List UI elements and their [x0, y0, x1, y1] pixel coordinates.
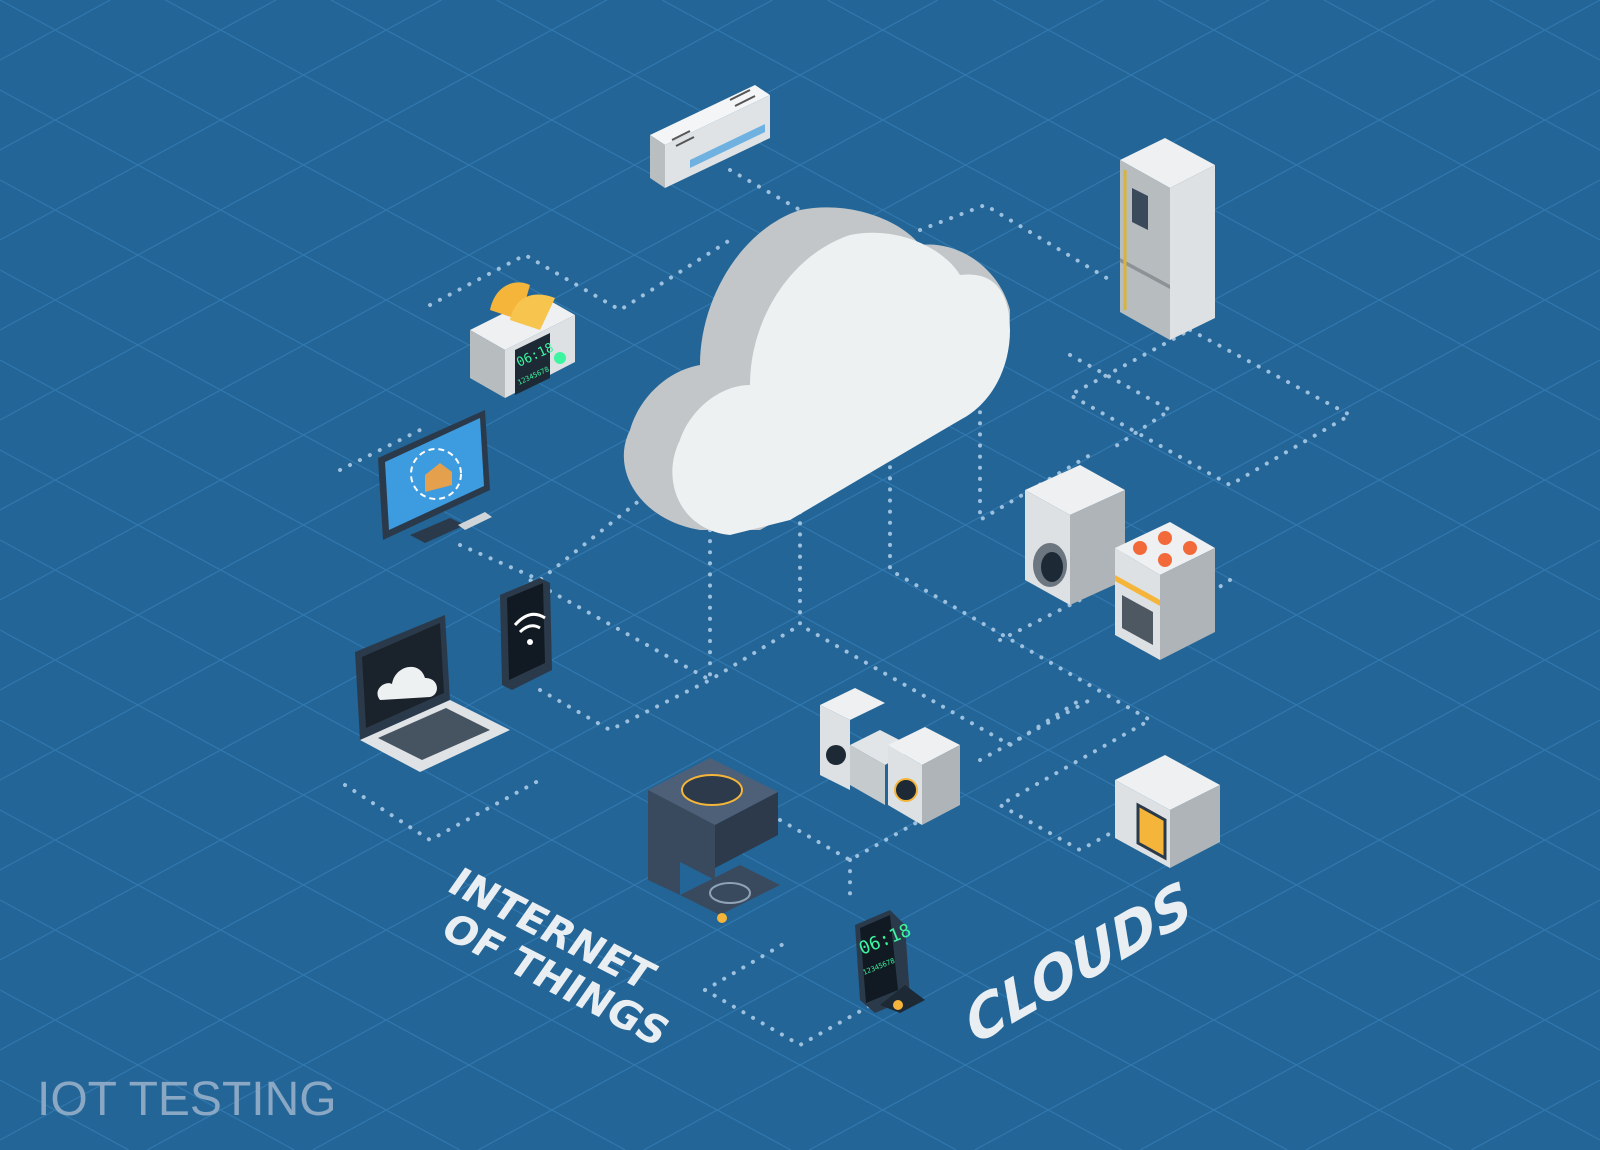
grid-line — [0, 359, 1454, 1150]
grid-line — [808, 719, 1600, 1150]
grid-line — [1305, 989, 1600, 1150]
grid-line — [0, 719, 792, 1150]
grid-line — [477, 539, 1600, 1150]
grid-line — [0, 179, 1600, 1051]
internet-of-things-label: INTERNET OF THINGS — [432, 860, 678, 1055]
grid-line — [1471, 1079, 1600, 1150]
grid-line — [0, 539, 1123, 1150]
refrigerator-icon — [1120, 138, 1215, 340]
toaster-icon: 06:18 12345678 — [470, 282, 575, 398]
grid-line — [643, 629, 1600, 1150]
alarm-clock-icon: 06:18 12345678 — [855, 910, 925, 1013]
speakers-stereo-icon — [820, 688, 960, 825]
microwave-icon — [1115, 755, 1220, 868]
grid-line — [0, 269, 1600, 1141]
monitor-icon — [378, 410, 492, 543]
caption-iot-testing: IOT TESTING — [37, 1073, 337, 1126]
stove-icon — [1115, 522, 1215, 660]
clouds-label: CLOUDS — [957, 869, 1200, 1058]
air-conditioner-icon — [650, 85, 770, 188]
laptop-cloud-icon — [355, 615, 510, 772]
grid-line — [0, 899, 461, 1150]
smartphone-wifi-icon — [500, 578, 552, 690]
coffee-maker-icon — [648, 758, 780, 923]
grid-line — [0, 989, 295, 1150]
connection-dotted-lines — [338, 168, 1355, 1048]
grid-line — [1139, 899, 1600, 1150]
grid-line — [0, 629, 957, 1150]
grid-line — [0, 449, 1288, 1150]
washing-machine-icon — [1025, 465, 1125, 605]
cloud-icon — [623, 207, 1010, 535]
grid-line — [0, 1079, 129, 1150]
grid-line — [0, 809, 626, 1150]
grid-line — [974, 809, 1600, 1150]
